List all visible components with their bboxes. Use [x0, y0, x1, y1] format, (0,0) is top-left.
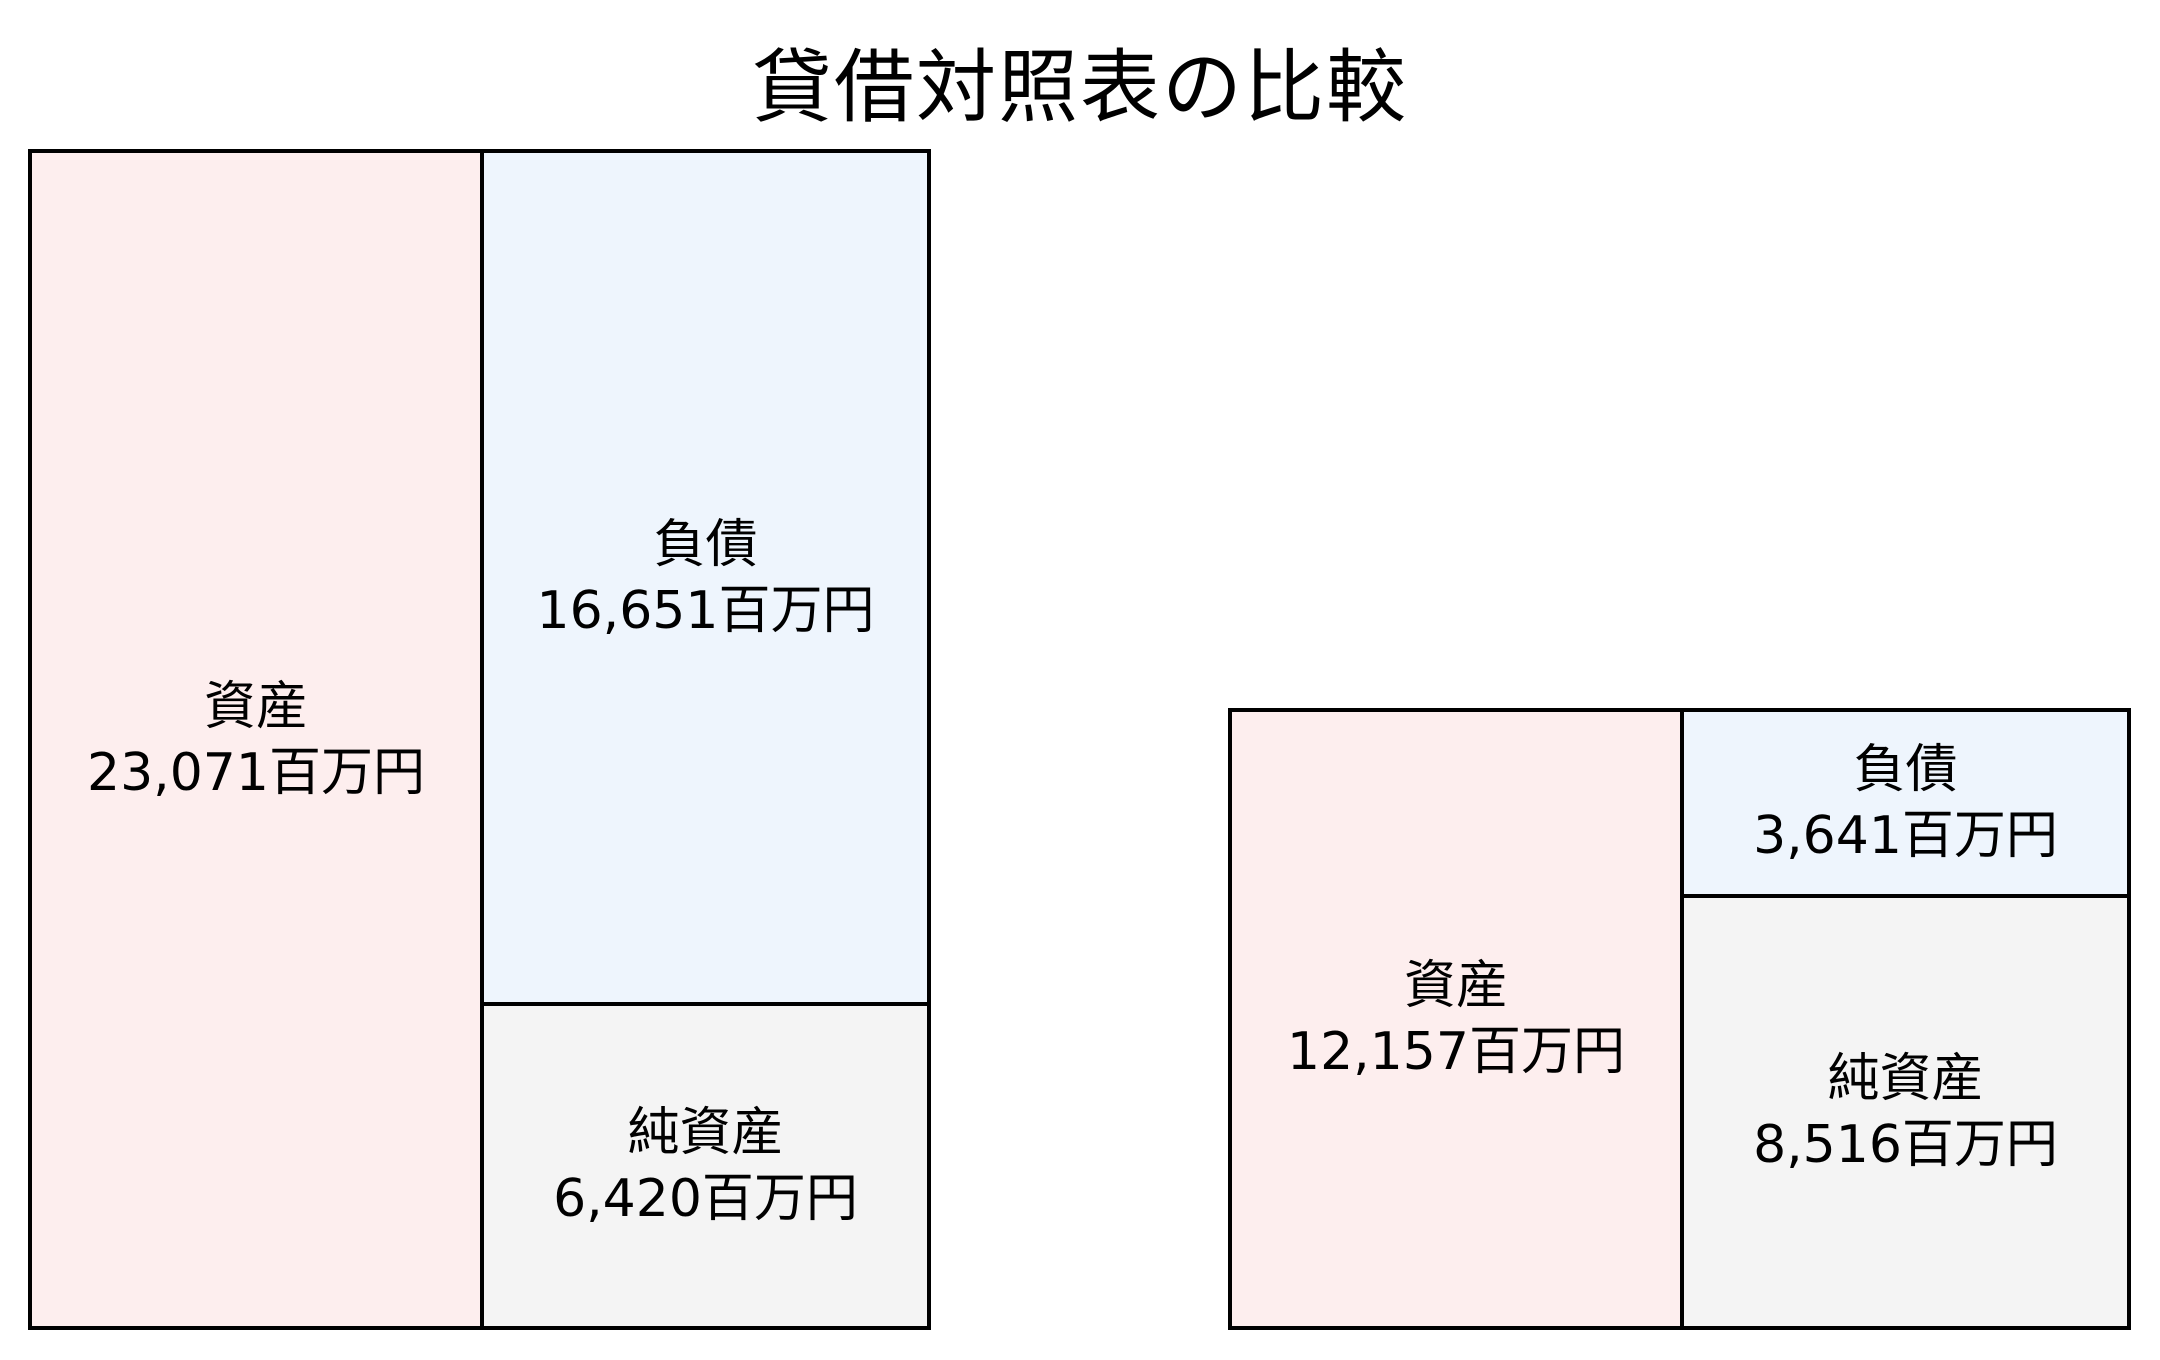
- left-assets-label: 資産: [203, 676, 308, 737]
- right-liabilities-value: 3,641百万円: [1753, 806, 2058, 866]
- right-net-assets-label: 純資産: [1827, 1049, 1984, 1109]
- right-assets-value: 12,157百万円: [1287, 1022, 1625, 1082]
- right-assets-block: 資産 12,157百万円: [1228, 708, 1684, 1330]
- right-balance-sheet: 資産 12,157百万円 負債 3,641百万円 純資産 8,516百万円: [1228, 708, 2131, 1330]
- left-net-assets-value: 6,420百万円: [553, 1169, 858, 1229]
- left-assets-block: 資産 23,071百万円: [28, 149, 484, 1330]
- left-assets-value: 23,071百万円: [87, 742, 425, 803]
- right-liabilities-block: 負債 3,641百万円: [1680, 708, 2131, 898]
- left-balance-sheet: 資産 23,071百万円 負債 16,651百万円 純資産 6,420百万円: [28, 149, 931, 1330]
- left-liabilities-label: 負債: [653, 514, 758, 575]
- right-assets-label: 資産: [1403, 956, 1508, 1016]
- right-liabilities-label: 負債: [1853, 740, 1958, 800]
- right-net-assets-value: 8,516百万円: [1753, 1115, 2058, 1175]
- left-net-assets-label: 純資産: [627, 1103, 784, 1163]
- left-liabilities-block: 負債 16,651百万円: [480, 149, 931, 1006]
- left-net-assets-block: 純資産 6,420百万円: [480, 1002, 931, 1330]
- right-net-assets-block: 純資産 8,516百万円: [1680, 894, 2131, 1330]
- chart-title: 貸借対照表の比較: [752, 41, 1408, 134]
- left-liabilities-value: 16,651百万円: [536, 580, 875, 641]
